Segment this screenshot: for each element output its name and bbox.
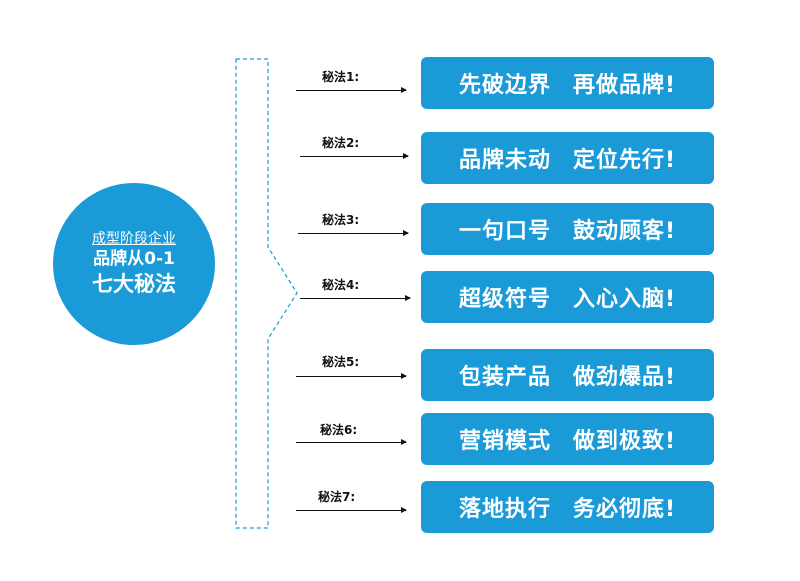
method-label-1: 秘法1:	[322, 70, 360, 84]
method-box-7: 落地执行务必彻底!	[421, 481, 714, 533]
method-2-part1: 品牌未动	[458, 148, 551, 173]
method-label-7: 秘法7:	[318, 490, 356, 504]
arrow-3	[298, 230, 409, 236]
method-3-part2: 鼓动顾客!	[572, 219, 677, 244]
arrow-1	[296, 87, 407, 93]
method-box-1: 先破边界再做品牌!	[421, 57, 714, 109]
method-label-3: 秘法3:	[322, 213, 360, 227]
arrow-7	[296, 507, 407, 513]
method-label-5: 秘法5:	[322, 355, 360, 369]
arrow-2	[300, 153, 409, 159]
arrow-4	[300, 295, 411, 301]
arrow-5	[296, 373, 407, 379]
method-label-4: 秘法4:	[322, 278, 360, 292]
circle-title-line1: 品牌从0-1	[93, 249, 175, 269]
circle-title-line2: 七大秘法	[92, 272, 176, 296]
method-1-part2: 再做品牌!	[572, 73, 677, 98]
arrow-6	[296, 439, 407, 445]
method-label-6: 秘法6:	[320, 423, 358, 437]
method-5-part2: 做劲爆品!	[572, 365, 677, 390]
method-3-part1: 一句口号	[458, 219, 551, 244]
method-4-part2: 入心入脑!	[572, 287, 677, 312]
method-7-part1: 落地执行	[458, 497, 551, 522]
center-circle: 成型阶段企业 品牌从0-1 七大秘法	[53, 183, 215, 345]
method-5-part1: 包装产品	[458, 365, 551, 390]
method-6-part1: 营销模式	[458, 429, 551, 454]
method-7-part2: 务必彻底!	[572, 497, 677, 522]
method-6-part2: 做到极致!	[572, 429, 677, 454]
method-box-6: 营销模式做到极致!	[421, 413, 714, 465]
method-label-2: 秘法2:	[322, 136, 360, 150]
method-box-4: 超级符号入心入脑!	[421, 271, 714, 323]
method-2-part2: 定位先行!	[572, 148, 677, 173]
circle-subtitle: 成型阶段企业	[92, 231, 176, 247]
method-box-3: 一句口号鼓动顾客!	[421, 203, 714, 255]
method-box-5: 包装产品做劲爆品!	[421, 349, 714, 401]
method-4-part1: 超级符号	[458, 287, 551, 312]
method-1-part1: 先破边界	[458, 73, 551, 98]
method-box-2: 品牌未动定位先行!	[421, 132, 714, 184]
